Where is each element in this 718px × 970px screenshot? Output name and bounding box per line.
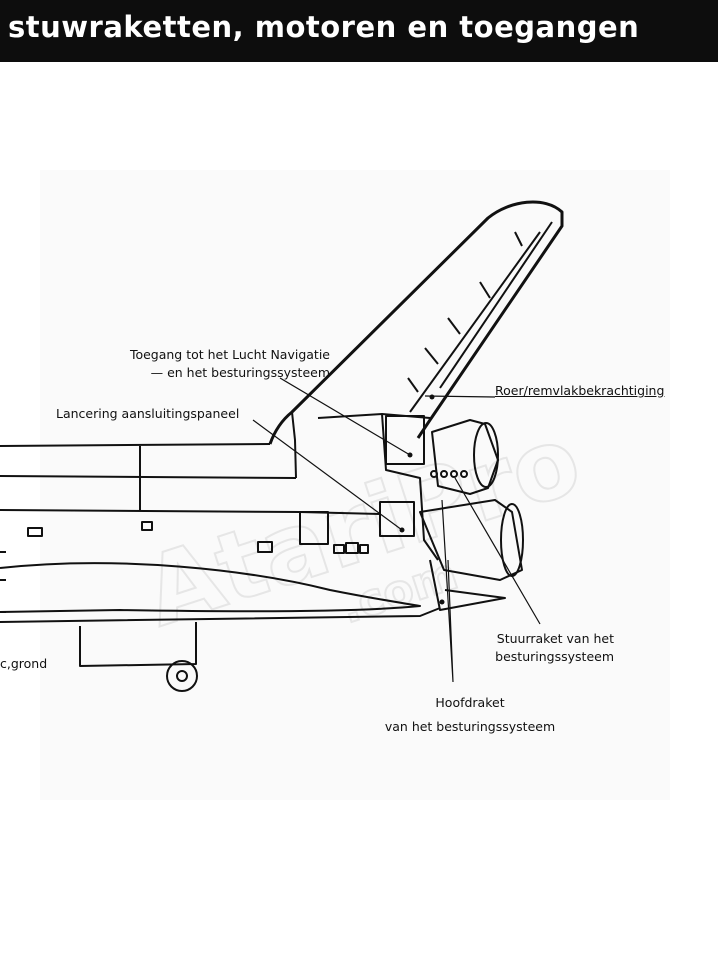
wing-lower — [0, 607, 441, 623]
label-hoofdraket-line1: Hoofdraket — [435, 695, 505, 710]
detail-rect-2 — [141, 521, 153, 531]
label-stuurraket-line2: besturingssysteem — [495, 649, 614, 664]
shuttle-outline — [0, 200, 564, 692]
label-toegang-line1: Toegang tot het Lucht Navigatie — [129, 347, 330, 362]
tail-fin — [268, 200, 564, 445]
detail-rect-6 — [359, 544, 369, 554]
label-toegang: Toegang tot het Lucht Navigatie — en het… — [60, 346, 330, 382]
leader-lines — [252, 377, 541, 683]
main-engine-1 — [431, 419, 499, 495]
label-stuurraket-line1: Stuurraket van het — [496, 631, 614, 646]
detail-rect-5 — [345, 542, 359, 554]
oms-pod — [317, 413, 439, 561]
port-4 — [460, 470, 468, 478]
access-panel-2 — [379, 501, 415, 537]
access-panel-1 — [385, 415, 425, 465]
leader-toegang — [279, 377, 411, 456]
leader-dots — [399, 394, 445, 605]
gear-door — [79, 622, 197, 667]
detail-rect-1 — [27, 527, 43, 537]
label-roer: Roer/remvlakbekrachtiging — [495, 383, 665, 398]
detail-rect-3 — [257, 541, 273, 553]
leader-hoofdraket — [441, 499, 454, 683]
rudder-hinge — [409, 231, 541, 413]
label-lancering: Lancering aansluitingspaneel — [56, 406, 240, 421]
label-toegang-line2: — en het besturingssysteem — [150, 365, 330, 380]
rudder-segments — [407, 231, 523, 393]
body-flap — [429, 559, 506, 611]
engine-nozzle-1 — [473, 422, 499, 488]
edge-marks — [0, 551, 6, 613]
leader-lancering — [252, 419, 403, 531]
port-3 — [450, 470, 458, 478]
port-1 — [430, 470, 438, 478]
rudder-edge — [439, 221, 553, 389]
detail-rect-7 — [299, 511, 329, 545]
fuselage-top — [0, 443, 271, 447]
wing — [0, 562, 421, 613]
label-stuurraket: Stuurraket van het besturingssysteem — [440, 630, 614, 666]
title-bar: stuwraketten, motoren en toegangen — [0, 0, 718, 62]
label-grond: c,grond — [0, 656, 48, 671]
landing-wheel — [166, 660, 198, 692]
landing-hub — [176, 670, 188, 682]
leader-roer — [424, 395, 496, 398]
detail-rect-4 — [333, 544, 345, 554]
port-2 — [440, 470, 448, 478]
fuselage-mid — [0, 475, 297, 479]
main-engine-2 — [419, 499, 523, 581]
scan-background — [40, 170, 670, 800]
label-hoofdraket: Hoofdraket van het besturingssysteem — [360, 694, 580, 736]
fin-root — [291, 411, 297, 479]
page-title: stuwraketten, motoren en toegangen — [8, 10, 640, 44]
label-hoofdraket-line2: van het besturingssysteem — [384, 719, 556, 734]
leader-stuurraket — [454, 477, 541, 625]
